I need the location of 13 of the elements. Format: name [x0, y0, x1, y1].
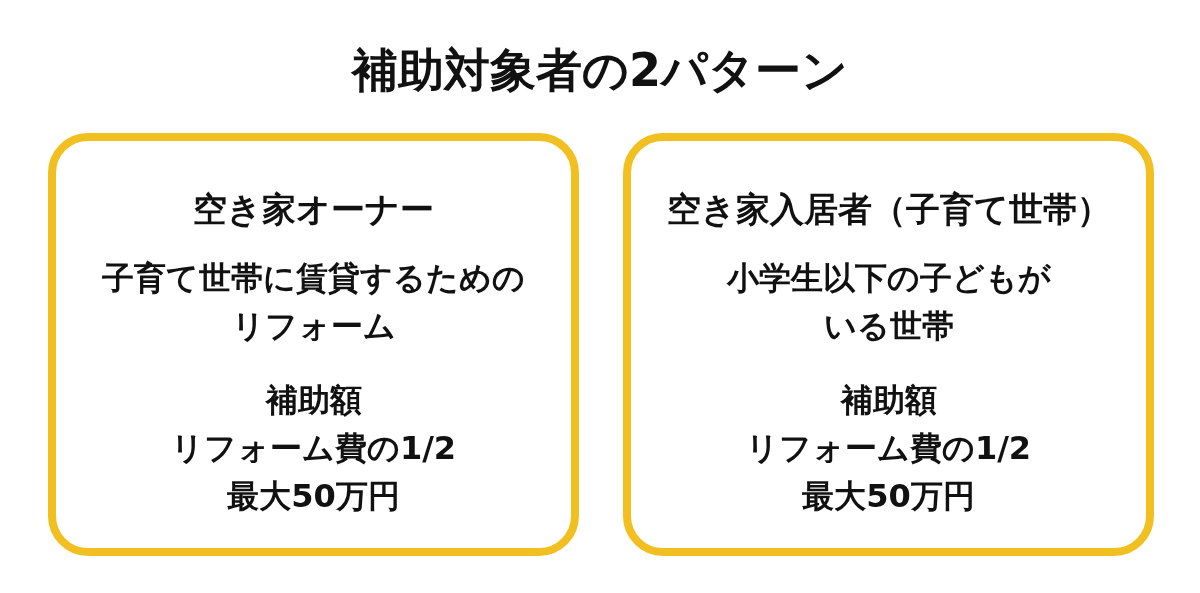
card-heading: 空き家オーナー: [193, 188, 434, 231]
card-heading: 空き家入居者（子育て世帯）: [666, 188, 1111, 231]
card-text: 子育て世帯に賃貸するためのリフォーム: [101, 258, 526, 347]
info-card: [48, 133, 579, 556]
card-text: リフォーム費の1/2: [170, 428, 457, 469]
title: 補助対象者の2パターン: [350, 42, 849, 99]
card-text: 補助額: [840, 380, 937, 421]
card-text: 補助額: [265, 380, 362, 421]
card-text: リフォーム費の1/2: [745, 428, 1032, 469]
card-text: 最大50万円: [802, 476, 975, 517]
info-card: [623, 133, 1154, 556]
card-text: 小学生以下の子どもがいる世帯: [725, 258, 1052, 347]
card-text: 最大50万円: [227, 476, 400, 517]
